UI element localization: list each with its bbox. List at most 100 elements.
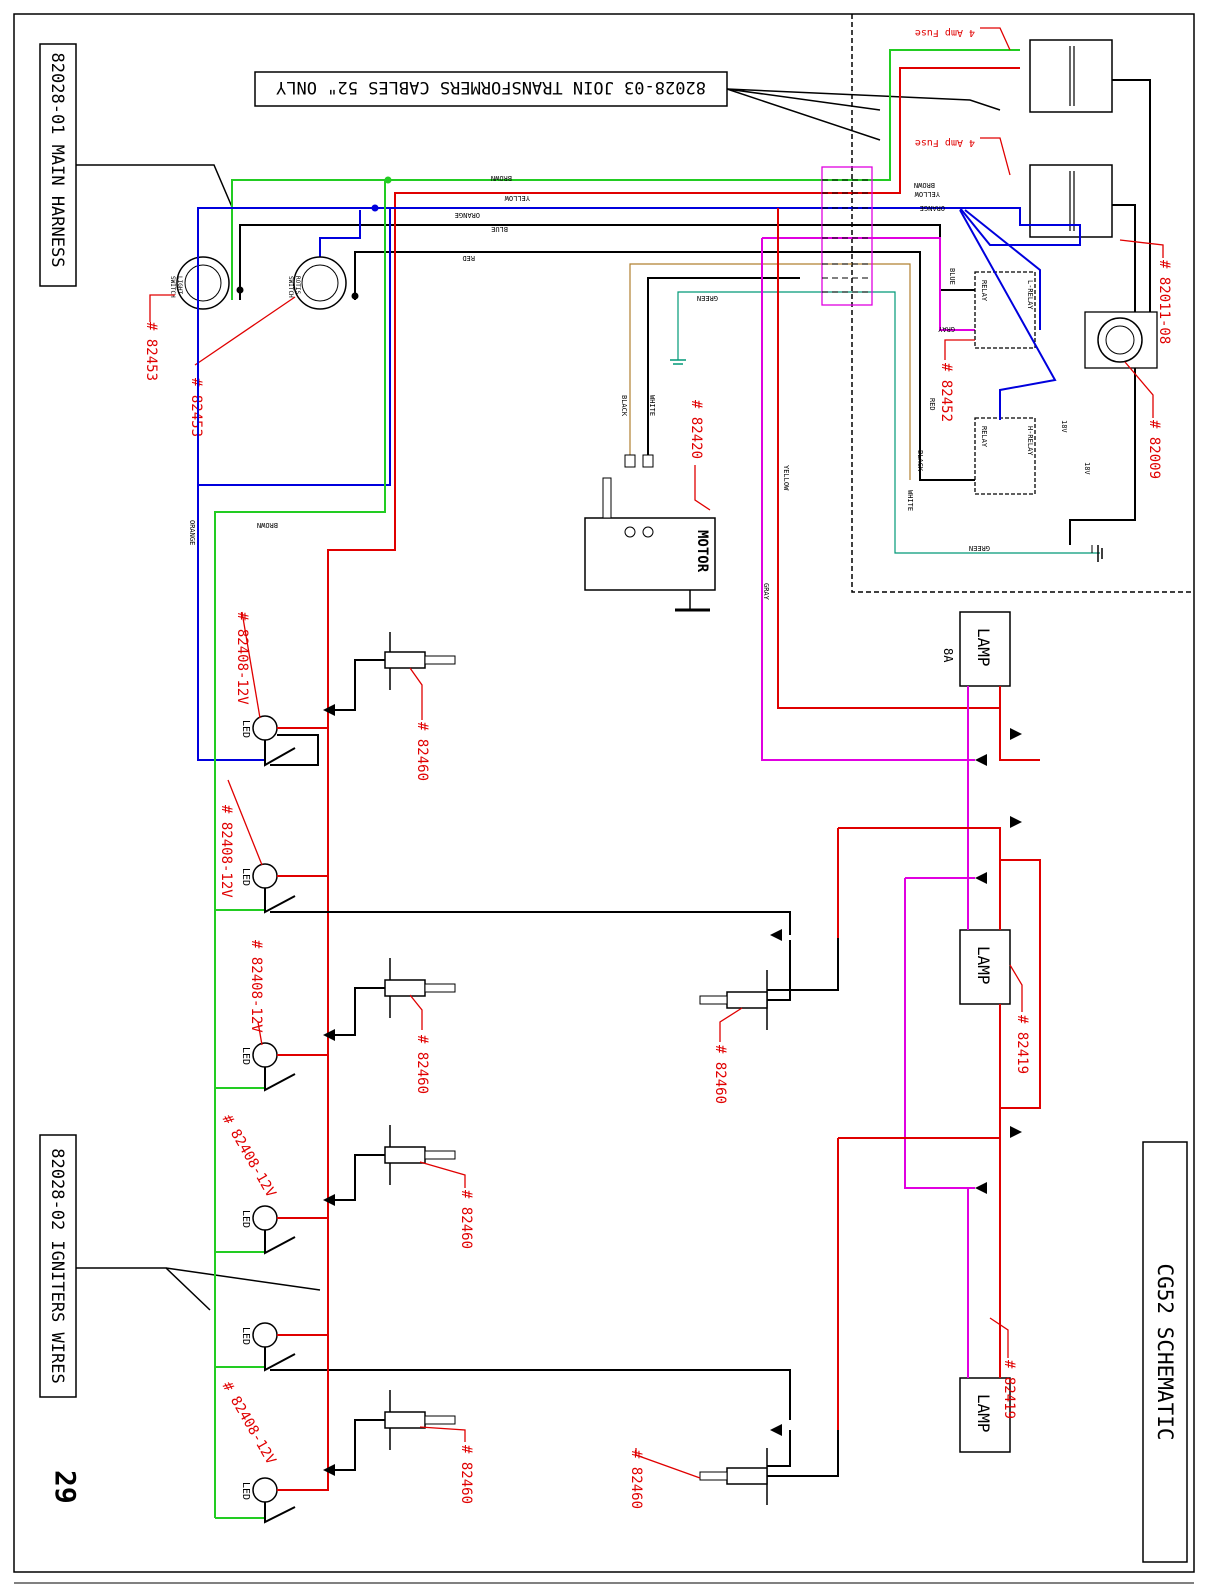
led-unit-2: LED (215, 863, 791, 935)
svg-text:ORANGE: ORANGE (188, 520, 196, 545)
part-switch-1: # 82453 (143, 322, 159, 381)
svg-text:LED: LED (240, 1047, 251, 1065)
title-box: CG52 SCHEMATIC (1142, 1141, 1188, 1563)
svg-text:YELLOW: YELLOW (914, 190, 940, 198)
main-harness-leader (76, 164, 233, 208)
svg-text:LAMP: LAMP (974, 1394, 993, 1433)
motor-label: MOTOR (694, 530, 710, 573)
svg-text:WHITE: WHITE (906, 490, 914, 511)
part-led-2: # 82408-12V (218, 805, 234, 898)
svg-text:LED: LED (240, 720, 251, 738)
page-border (13, 13, 1195, 1573)
socket-82009 (1084, 311, 1158, 369)
igniter-4 (328, 1390, 456, 1471)
junction-blue (371, 204, 379, 212)
rotis-switch: ROTIS SWITCH (287, 256, 347, 310)
igniter-3 (328, 1125, 456, 1201)
relay-high: RELAY H-RELAY (974, 417, 1036, 495)
transformer-box-dashed (851, 14, 1194, 593)
svg-text:LED: LED (240, 868, 251, 886)
fuse-label-bottom: 4 Amp Fuse (915, 137, 975, 148)
igniters-label: 82028-02 IGNITERS WIRES (47, 1148, 67, 1383)
svg-text:RELAY: RELAY (980, 280, 988, 302)
wire-labels: BROWN YELLOW ORANGE BLUE RED GREEN BLACK… (188, 174, 990, 601)
svg-text:SWITCH: SWITCH (287, 276, 294, 298)
svg-text:LED: LED (240, 1327, 251, 1345)
svg-text:RED: RED (462, 254, 475, 262)
join-leader-1 (726, 88, 881, 111)
svg-text:BLACK: BLACK (916, 450, 924, 472)
svg-text:ORANGE: ORANGE (920, 204, 945, 212)
lamp-1: LAMP 8A (941, 611, 1011, 687)
svg-text:GRAY: GRAY (762, 583, 770, 601)
part-led-1: # 82408-12V (234, 612, 250, 705)
svg-text:H-RELAY: H-RELAY (1026, 426, 1034, 456)
svg-text:BLUE: BLUE (491, 225, 508, 233)
svg-text:BROWN: BROWN (914, 181, 935, 189)
main-harness-label: 82028-01 MAIN HARNESS (47, 53, 67, 268)
harness-wires (197, 49, 1100, 761)
igniter-2 (328, 958, 456, 1036)
relay-low: RELAY L-RELAY (974, 271, 1036, 349)
svg-text:18V: 18V (1083, 462, 1091, 475)
svg-text:L-RELAY: L-RELAY (1026, 280, 1034, 310)
red-bus (327, 214, 396, 1365)
page-number: 29 (49, 1470, 82, 1504)
join-label-box: 82028-03 JOIN TRANSFORMERS CABLES 52" ON… (254, 71, 728, 107)
igniters-leader-2 (165, 1267, 321, 1291)
part-igniter-2: # 82460 (414, 1035, 430, 1094)
part-led-4: # 82408-12V (219, 1112, 279, 1201)
svg-text:BLACK: BLACK (620, 395, 628, 417)
main-harness-label-box: 82028-01 MAIN HARNESS (39, 43, 77, 287)
igniters-label-box: 82028-02 IGNITERS WIRES (39, 1134, 77, 1398)
svg-text:RELAY: RELAY (980, 426, 988, 448)
part-igniter-4: # 82460 (458, 1445, 474, 1504)
part-relay: # 82452 (938, 363, 954, 422)
light-switch: LIGHT SWITCH (169, 256, 230, 310)
connector-block (821, 166, 873, 306)
svg-text:LED: LED (240, 1210, 251, 1228)
fuse-label-top: 4 Amp Fuse (915, 27, 975, 38)
svg-text:ROTIS: ROTIS (294, 276, 301, 294)
junction-black-2 (351, 292, 359, 300)
part-igniter-6: # 82460 (628, 1450, 644, 1509)
svg-text:GREEN: GREEN (697, 294, 718, 302)
lamp-rating: 8A (941, 648, 955, 663)
svg-text:BROWN: BROWN (257, 521, 278, 529)
part-igniter-5: # 82460 (712, 1045, 728, 1104)
schematic-title: CG52 SCHEMATIC (1153, 1263, 1177, 1440)
join-leader-2 (726, 88, 881, 141)
svg-text:GREEN: GREEN (969, 544, 990, 552)
svg-text:BROWN: BROWN (491, 174, 512, 182)
led-unit-6: LED (215, 1365, 329, 1524)
lamp-2: LAMP (959, 929, 1011, 1005)
svg-text:LAMP: LAMP (974, 946, 993, 985)
svg-text:GRAY: GRAY (937, 325, 955, 333)
arrowheads (323, 704, 1022, 1476)
lamp-wiring (837, 686, 1041, 1430)
svg-text:WHITE: WHITE (648, 395, 656, 416)
part-motor: # 82420 (688, 400, 704, 459)
svg-text:LED: LED (240, 1482, 251, 1500)
part-igniter-1: # 82460 (414, 722, 430, 781)
part-led-5: # 82408-12V (219, 1379, 279, 1468)
led-unit-3: LED (215, 1042, 328, 1092)
junction-green (384, 176, 392, 184)
transformer-top (1029, 39, 1113, 113)
junction-black-1 (236, 286, 244, 294)
igniters-leader-1 (76, 1267, 211, 1311)
svg-text:YELLOW: YELLOW (504, 194, 530, 202)
join-leader-3 (726, 88, 1001, 111)
transformer-bottom (1029, 164, 1113, 238)
brown-bus (214, 180, 386, 1518)
led-unit-5: LED (215, 1322, 791, 1420)
part-switch-2: # 82453 (188, 378, 204, 437)
svg-text:BLUE: BLUE (948, 268, 956, 285)
igniter-1 (328, 632, 456, 711)
connector-dashes (822, 179, 872, 293)
svg-text:ORANGE: ORANGE (455, 211, 480, 219)
part-igniter-3: # 82460 (458, 1190, 474, 1249)
join-label: 82028-03 JOIN TRANSFORMERS CABLES 52" ON… (276, 77, 706, 97)
lamp-3: LAMP (959, 1377, 1011, 1453)
